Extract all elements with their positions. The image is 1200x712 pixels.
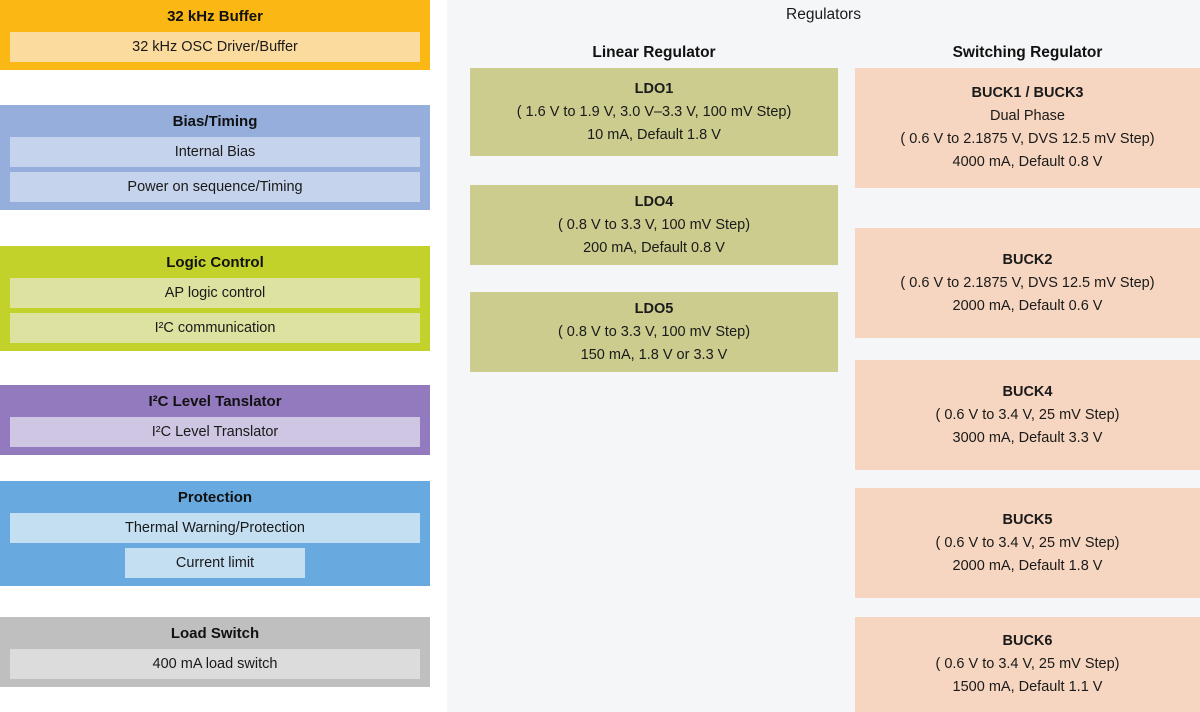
- regulator-box: BUCK6 ( 0.6 V to 3.4 V, 25 mV Step) 1500 m…: [855, 617, 1200, 712]
- regulator-box: BUCK5 ( 0.6 V to 3.4 V, 25 mV Step) 2000 m…: [855, 488, 1200, 598]
- regulator-spec-line: 150 mA, 1.8 V or 3.3 V: [580, 346, 728, 363]
- regulator-spec-line: ( 0.6 V to 3.4 V, 25 mV Step): [935, 406, 1120, 423]
- block-item: 400 mA load switch: [10, 649, 420, 679]
- switching-regulator-column-title: Switching Regulator: [952, 44, 1103, 61]
- block-title: Protection: [177, 489, 253, 506]
- regulator-spec-line: 2000 mA, Default 1.8 V: [952, 557, 1103, 574]
- block-title: 32 kHz Buffer: [167, 8, 263, 25]
- block-title: Load Switch: [170, 625, 260, 642]
- regulator-spec-line: ( 0.6 V to 3.4 V, 25 mV Step): [935, 656, 1120, 672]
- regulator-name: BUCK4: [1002, 383, 1053, 400]
- regulator-name: BUCK2: [1002, 251, 1053, 268]
- block-item: I²C Level Translator: [10, 417, 420, 447]
- regulators-panel: Regulators Linear Regulator Switching Re…: [447, 0, 1200, 712]
- regulator-spec-line: Dual Phase: [990, 108, 1065, 124]
- block-buffer-32khz: 32 kHz Buffer 32 kHz OSC Driver/Buffer: [0, 0, 430, 70]
- regulator-name: BUCK6: [1002, 633, 1053, 649]
- block-title: Logic Control: [166, 254, 264, 271]
- block-title: Bias/Timing: [172, 113, 258, 130]
- block-load-switch: Load Switch 400 mA load switch: [0, 617, 430, 687]
- regulator-name: BUCK1 / BUCK3: [971, 85, 1084, 101]
- regulator-spec-line: 200 mA, Default 0.8 V: [583, 239, 725, 256]
- regulator-spec-line: ( 0.6 V to 2.1875 V, DVS 12.5 mV Step): [900, 131, 1155, 147]
- regulator-spec-line: 1500 mA, Default 1.1 V: [952, 679, 1103, 695]
- regulator-box: LDO5 ( 0.8 V to 3.3 V, 100 mV Step) 150 mA…: [470, 292, 838, 372]
- block-item: 32 kHz OSC Driver/Buffer: [10, 32, 420, 62]
- block-title: I²C Level Tanslator: [148, 393, 282, 410]
- regulator-spec-line: ( 0.8 V to 3.3 V, 100 mV Step): [557, 216, 751, 233]
- block-item: Power on sequence/Timing: [10, 172, 420, 202]
- regulator-name: LDO5: [634, 300, 674, 317]
- regulator-spec-line: 4000 mA, Default 0.8 V: [952, 154, 1103, 170]
- regulator-name: LDO1: [634, 80, 674, 97]
- block-item: I²C communication: [10, 313, 420, 343]
- regulator-spec-line: ( 0.6 V to 3.4 V, 25 mV Step): [935, 534, 1120, 551]
- regulator-spec-line: 10 mA, Default 1.8 V: [587, 126, 721, 143]
- regulator-box: BUCK4 ( 0.6 V to 3.4 V, 25 mV Step) 3000 m…: [855, 360, 1200, 470]
- regulator-box: LDO4 ( 0.8 V to 3.3 V, 100 mV Step) 200 mA…: [470, 185, 838, 265]
- block-item: Current limit: [125, 548, 305, 578]
- regulator-spec-line: ( 0.6 V to 2.1875 V, DVS 12.5 mV Step): [900, 274, 1155, 291]
- regulators-title: Regulators: [786, 6, 861, 23]
- block-item: AP logic control: [10, 278, 420, 308]
- regulator-spec-line: ( 1.6 V to 1.9 V, 3.0 V–3.3 V, 100 mV St…: [516, 103, 792, 120]
- block-item: Internal Bias: [10, 137, 420, 167]
- regulator-spec-line: ( 0.8 V to 3.3 V, 100 mV Step): [557, 323, 751, 340]
- block-item: Thermal Warning/Protection: [10, 513, 420, 543]
- regulator-spec-line: 2000 mA, Default 0.6 V: [952, 297, 1103, 314]
- regulator-box: BUCK2 ( 0.6 V to 2.1875 V, DVS 12.5 mV St…: [855, 228, 1200, 338]
- regulator-name: LDO4: [634, 193, 674, 210]
- linear-regulator-column-title: Linear Regulator: [592, 44, 716, 61]
- regulator-box: LDO1 ( 1.6 V to 1.9 V, 3.0 V–3.3 V, 100 m…: [470, 68, 838, 156]
- regulator-spec-line: 3000 mA, Default 3.3 V: [952, 429, 1103, 446]
- regulator-name: BUCK5: [1002, 511, 1053, 528]
